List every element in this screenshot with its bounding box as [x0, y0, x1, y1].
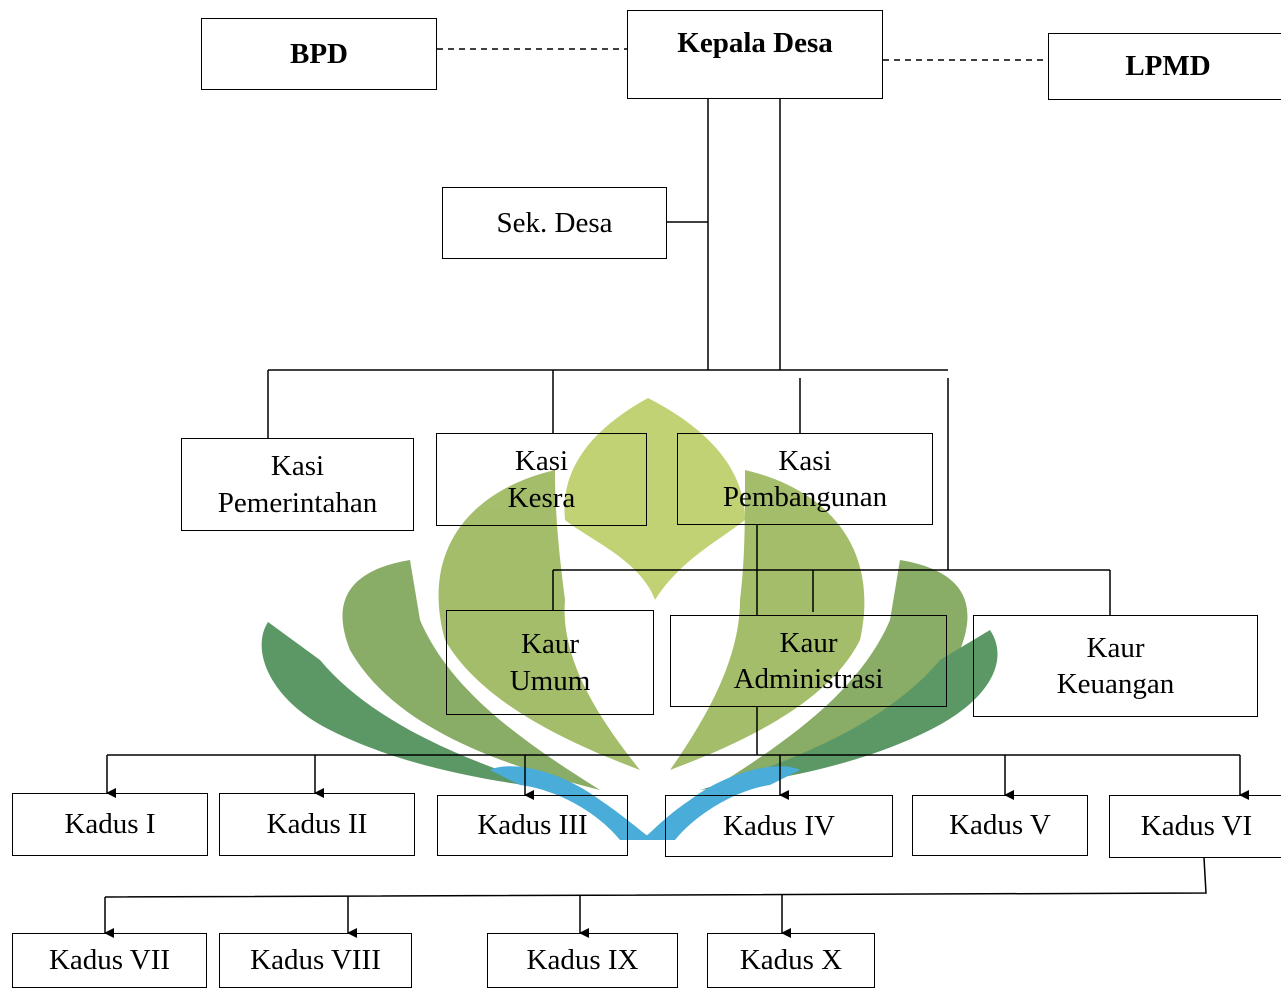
- kaur-administrasi-box: Kaur Administrasi: [670, 615, 947, 707]
- kaur-umum-line2: Umum: [509, 664, 591, 697]
- kaur-umum-line1: Kaur: [521, 628, 579, 661]
- kaur-administrasi-line2: Administrasi: [733, 663, 884, 695]
- kepala-desa-box: Kepala Desa: [627, 10, 883, 99]
- watermark-leaf-right-mid: [710, 560, 968, 790]
- watermark-leaf-left-outer: [261, 622, 560, 790]
- sek-desa-box: Sek. Desa: [442, 187, 667, 259]
- kadus-6-label: Kadus VI: [1140, 810, 1253, 843]
- kadus-2-box: Kadus II: [219, 793, 415, 856]
- kadus-10-label: Kadus X: [739, 944, 843, 976]
- kasi-pembangunan-line2: Pembangunan: [722, 481, 888, 513]
- kadus-9-box: Kadus IX: [487, 933, 678, 988]
- kadus-8-label: Kadus VIII: [250, 944, 381, 976]
- watermark-leaf-right-outer: [700, 630, 998, 790]
- logo-watermark: [261, 398, 998, 840]
- kadus-vi-to-row2: [104, 857, 1207, 898]
- lpmd-box: LPMD: [1048, 33, 1281, 100]
- kasi-pemerintahan-line2: Pemerintahan: [217, 486, 378, 519]
- kadus-8-box: Kadus VIII: [219, 933, 412, 988]
- kaur-administrasi-line1: Kaur: [779, 626, 838, 659]
- kaur-keuangan-line2: Keuangan: [1056, 668, 1175, 700]
- bpd-box: BPD: [201, 18, 437, 90]
- kepala-desa-label: Kepala Desa: [677, 27, 833, 59]
- watermark-leaf-left-mid: [342, 560, 600, 790]
- kasi-pemerintahan-line1: Kasi: [270, 450, 325, 483]
- kasi-pembangunan-line1: Kasi: [778, 444, 832, 477]
- sek-desa-label: Sek. Desa: [496, 206, 613, 239]
- kadus-5-box: Kadus V: [912, 795, 1088, 856]
- kaur-umum-box: Kaur Umum: [446, 610, 654, 715]
- watermark-leaf-left-inner: [438, 470, 640, 770]
- kadus-4-box: Kadus IV: [665, 795, 893, 857]
- kadus-4-label: Kadus IV: [723, 809, 835, 842]
- kasi-pembangunan-box: Kasi Pembangunan: [677, 433, 933, 525]
- kadus-7-label: Kadus VII: [48, 944, 171, 976]
- kasi-kesra-line1: Kasi: [514, 445, 569, 478]
- watermark-leaf-top: [564, 398, 745, 600]
- kadus-1-label: Kadus I: [64, 808, 156, 841]
- watermark-blue-left: [490, 766, 655, 840]
- kadus-7-box: Kadus VII: [12, 933, 207, 988]
- watermark-blue-right: [640, 766, 800, 840]
- watermark-leaf-right-inner: [670, 470, 865, 770]
- kadus-2-label: Kadus II: [266, 808, 368, 841]
- kasi-kesra-line2: Kesra: [507, 481, 576, 514]
- kadus-5-label: Kadus V: [949, 809, 1051, 842]
- kasi-kesra-box: Kasi Kesra: [436, 433, 647, 526]
- lpmd-label: LPMD: [1125, 50, 1211, 83]
- kadus-3-label: Kadus III: [477, 809, 588, 842]
- kaur-keuangan-box: Kaur Keuangan: [973, 615, 1258, 717]
- kaur-keuangan-line1: Kaur: [1086, 631, 1145, 664]
- kadus-9-label: Kadus IX: [526, 944, 639, 976]
- kadus-6-box: Kadus VI: [1109, 795, 1281, 858]
- kasi-pemerintahan-box: Kasi Pemerintahan: [181, 438, 414, 531]
- kadus-10-box: Kadus X: [707, 933, 875, 988]
- kadus-3-box: Kadus III: [437, 795, 628, 856]
- connector-lines: [104, 48, 1249, 938]
- bpd-label: BPD: [290, 37, 348, 70]
- kadus-1-box: Kadus I: [12, 793, 208, 856]
